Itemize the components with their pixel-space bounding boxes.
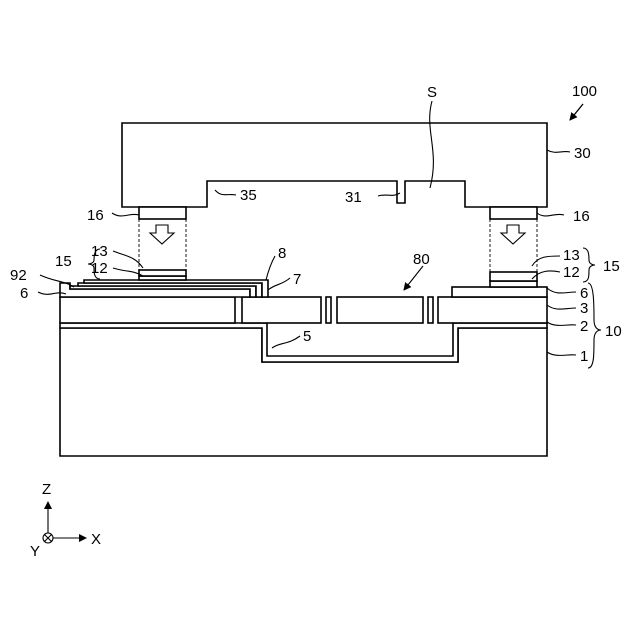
label-pad-group-left: 15 (55, 253, 72, 270)
label-lid: 30 (574, 145, 591, 162)
layer-3-left (60, 297, 235, 323)
substrate-layer-1 (60, 328, 547, 456)
label-pad-13-right: 13 (563, 247, 580, 264)
axis-label-y: Y (30, 543, 40, 560)
label-bump-right: 16 (573, 208, 590, 225)
pad-13-right (490, 272, 537, 281)
coordinate-axes: Z X Y (30, 481, 101, 560)
label-pad-13-left: 13 (91, 243, 108, 260)
axis-label-x: X (91, 531, 101, 548)
down-arrow-icon (150, 225, 174, 244)
layer-3-right (438, 297, 547, 323)
label-groove: 31 (345, 189, 362, 206)
label-wiring: 92 (10, 267, 27, 284)
membrane-slit-left (326, 297, 331, 323)
layer-3-center-a (242, 297, 321, 323)
label-layer-2: 2 (580, 318, 588, 335)
label-cavity: 5 (303, 328, 311, 345)
pad-12-right (490, 281, 537, 287)
bonding-layer-6-right (452, 287, 547, 297)
label-space: S (427, 84, 437, 101)
label-layer-1: 1 (580, 348, 588, 365)
axis-label-z: Z (42, 481, 51, 498)
label-pad-12-right: 12 (563, 264, 580, 281)
label-pad-group-right: 15 (603, 258, 620, 275)
label-recess: 35 (240, 187, 257, 204)
lid-30 (122, 123, 547, 207)
label-pad-12-left: 12 (91, 260, 108, 277)
bump-16-left (139, 207, 186, 219)
down-arrow-icon (501, 225, 525, 244)
label-layer-7: 7 (293, 271, 301, 288)
label-device: 100 (572, 83, 597, 100)
pad-13-left (139, 270, 186, 276)
label-layer-3: 3 (580, 300, 588, 317)
membrane-slit-right (428, 297, 433, 323)
label-bump-left: 16 (87, 207, 104, 224)
label-membrane: 80 (413, 251, 430, 268)
layer-3-center-b (337, 297, 423, 323)
label-substrate-group: 10 (605, 323, 622, 340)
label-layer-8: 8 (278, 245, 286, 262)
bump-16-right (490, 207, 537, 219)
label-bond-left: 6 (20, 285, 28, 302)
